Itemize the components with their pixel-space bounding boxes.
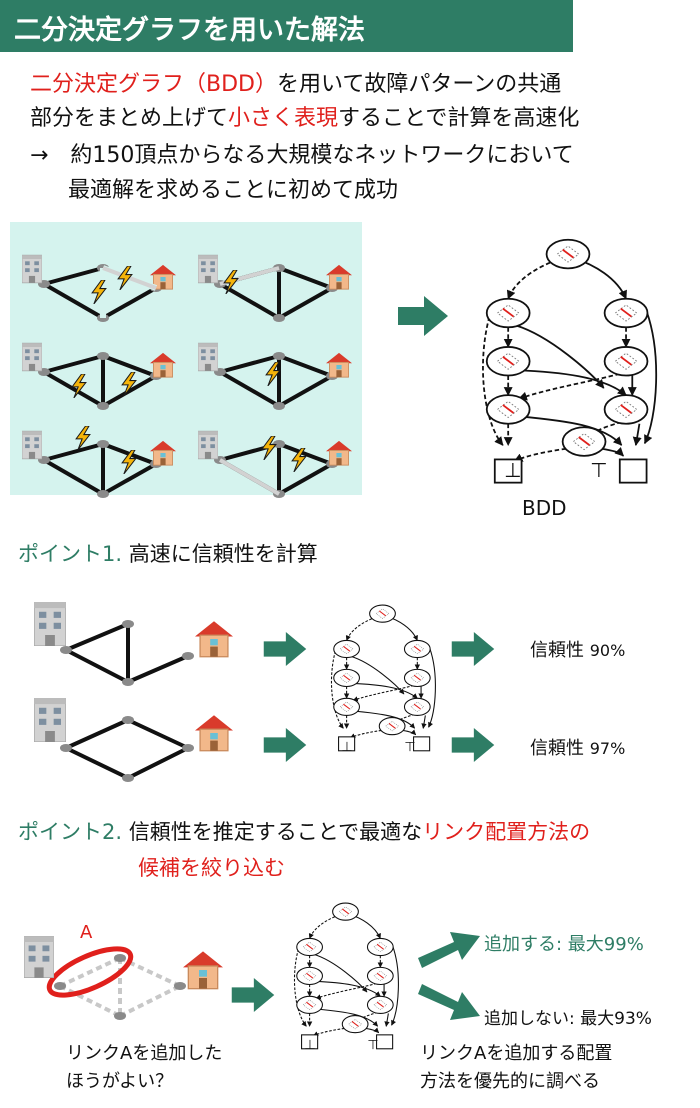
terminal-false-1: ⊥ (341, 740, 353, 755)
title-bar (0, 0, 573, 52)
arrow-icon (231, 978, 275, 1012)
add-no-label: 追加しない: 最大93% (484, 1009, 652, 1029)
candidate-network-diagram (24, 936, 224, 1020)
intro-line-2: 部分をまとめ上げて小さく表現することで計算を高速化 (30, 100, 579, 132)
terminal-false-main: ⊥ (504, 458, 522, 482)
conclusion-caption: リンクAを追加する配置方法を優先的に調べる (420, 1040, 612, 1096)
network-1-diagram (34, 602, 234, 686)
result-2-label: 信頼性 (530, 738, 584, 759)
arrow-to-bdd-icon (398, 296, 448, 336)
point-1-heading: ポイント1. 高速に信頼性を計算 (18, 538, 318, 568)
bdd-caption: BDD (522, 496, 567, 520)
intro-line-1: 二分決定グラフ（BDD）を用いて故障パターンの共通 (30, 66, 561, 98)
bdd-graph-2 (288, 902, 403, 1052)
intro-line-2-red: 小さく表現 (228, 106, 339, 131)
intro-line-4: 最適解を求めることに初めて成功 (68, 178, 399, 203)
point-2-prefix: ポイント2. (18, 820, 123, 844)
question-line-2: ほうがよい？ (66, 1071, 174, 1092)
conclusion-line-1: リンクAを追加する配置 (420, 1043, 613, 1064)
arrow-icon (263, 728, 307, 762)
point-1-prefix: ポイント1. (18, 542, 123, 566)
point-2-heading: ポイント2. 信頼性を推定することで最適なリンク配置方法の (18, 816, 590, 846)
intro-line-2-b: することで計算を高速化 (338, 106, 580, 131)
arrow-icon (451, 632, 495, 666)
bdd-graph-1 (325, 604, 440, 754)
question-line-1: リンクAを追加した (66, 1043, 223, 1064)
result-1: 信頼性 90% (530, 636, 625, 662)
network-2-diagram (34, 698, 234, 782)
arrow-up-right-icon (418, 932, 480, 968)
question-caption: リンクAを追加したほうがよい？ (66, 1040, 222, 1096)
page-title: 二分決定グラフを用いた解法 (14, 15, 365, 46)
intro-line-2-a: 部分をまとめ上げて (30, 106, 229, 131)
result-1-label: 信頼性 (530, 640, 584, 661)
bdd-graph-main (468, 238, 668, 488)
bdd-term: 二分決定グラフ（BDD） (30, 72, 277, 97)
arrow-icon (451, 728, 495, 762)
terminal-true-2: ⊤ (367, 1038, 379, 1053)
point-1-text: 高速に信頼性を計算 (128, 542, 318, 566)
intro-line-3: → 約150頂点からなる大規模なネットワークにおいて (30, 143, 574, 168)
terminal-true-main: ⊤ (590, 458, 608, 482)
link-a-label: A (80, 922, 93, 943)
point-2-text-a: 信頼性を推定することで最適な (128, 820, 423, 844)
add-yes-label: 追加する: 最大99% (484, 934, 644, 955)
arrow-icon (263, 632, 307, 666)
result-2: 信頼性 97% (530, 734, 625, 760)
arrow-down-right-icon (418, 984, 480, 1020)
point-2-line-2: 候補を絞り込む (138, 856, 285, 880)
result-1-value: 90% (589, 641, 626, 660)
terminal-false-2: ⊥ (304, 1038, 316, 1053)
result-2-value: 97% (589, 739, 626, 758)
conclusion-line-2: 方法を優先的に調べる (420, 1071, 600, 1092)
terminal-true-1: ⊤ (404, 740, 416, 755)
intro-line-1-rest: を用いて故障パターンの共通 (276, 72, 562, 97)
failure-patterns-diagram (10, 222, 362, 495)
point-2-text-red: リンク配置方法の (422, 820, 591, 844)
